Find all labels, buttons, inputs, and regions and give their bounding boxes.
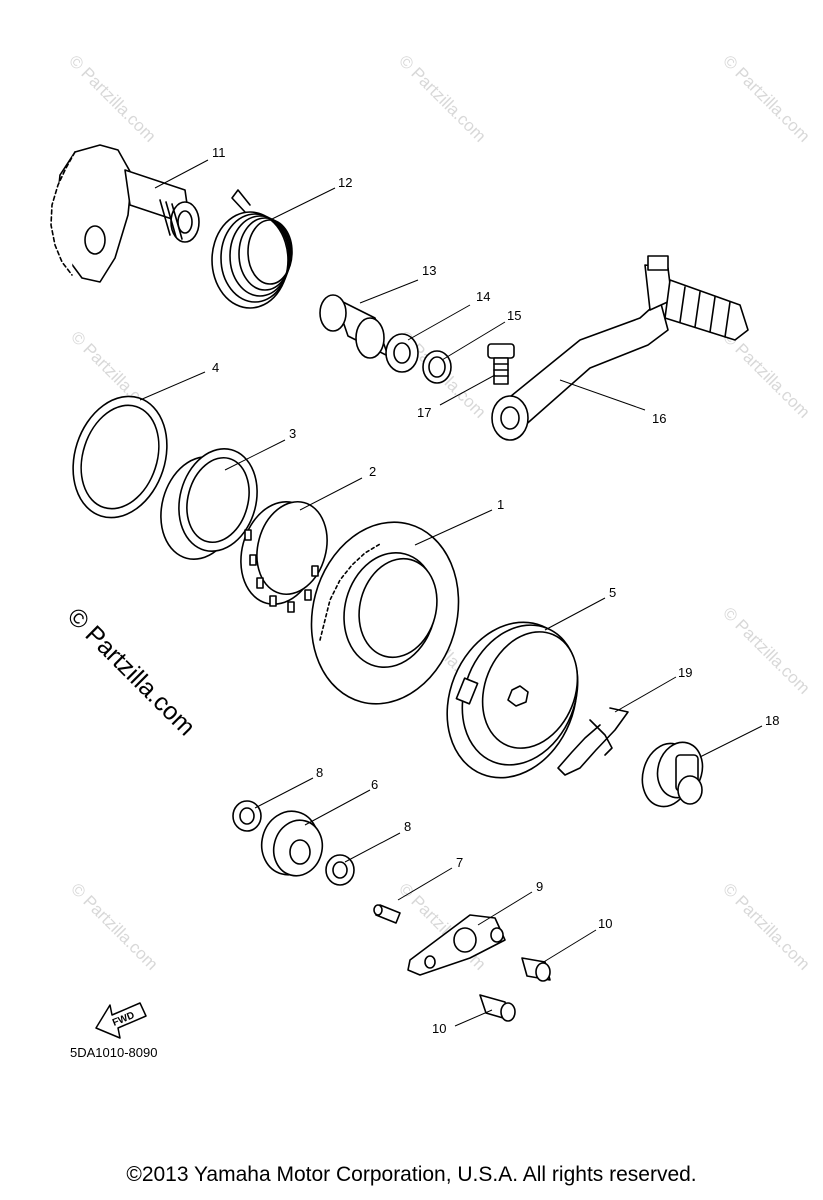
callout-10-lower: 10 bbox=[432, 1021, 446, 1036]
callout-12: 12 bbox=[338, 175, 352, 190]
part-9-plate bbox=[407, 914, 506, 976]
callouts: 11 12 13 14 15 17 16 4 3 2 1 5 19 18 8 6… bbox=[212, 145, 779, 1036]
part-3-bearing-race bbox=[160, 448, 258, 560]
leader-lines bbox=[139, 159, 763, 1027]
part-4-shim bbox=[72, 395, 168, 519]
callout-18: 18 bbox=[765, 713, 779, 728]
watermark: © Partzilla.com bbox=[65, 51, 159, 145]
part-13-collar bbox=[319, 294, 389, 359]
part-7-pin bbox=[373, 904, 401, 924]
callout-8-lower: 8 bbox=[404, 819, 411, 834]
part-17-bolt bbox=[487, 343, 515, 385]
side-watermark: © Partzilla.com bbox=[62, 602, 201, 741]
callout-4: 4 bbox=[212, 360, 219, 375]
callout-16: 16 bbox=[652, 411, 666, 426]
callout-13: 13 bbox=[422, 263, 436, 278]
part-8-washer-upper bbox=[232, 800, 262, 832]
watermark: © Partzilla.com bbox=[719, 879, 813, 973]
part-12-torsion-spring bbox=[211, 189, 293, 309]
part-10-bolt-lower bbox=[479, 994, 516, 1022]
watermark: © Partzilla.com bbox=[719, 603, 813, 697]
part-19-clip bbox=[557, 707, 629, 776]
part-5-one-way-clutch bbox=[446, 621, 579, 779]
part-6-idler-gear bbox=[260, 810, 324, 877]
diagram-code: 5DA1010-8090 bbox=[70, 1045, 157, 1060]
callout-15: 15 bbox=[507, 308, 521, 323]
part-14-washer bbox=[385, 333, 419, 373]
callout-10-upper: 10 bbox=[598, 916, 612, 931]
part-16-kick-crank bbox=[491, 255, 749, 441]
watermark: © Partzilla.com bbox=[67, 879, 161, 973]
callout-11: 11 bbox=[212, 145, 226, 160]
callout-19: 19 bbox=[678, 665, 692, 680]
fwd-arrow: FWD bbox=[95, 1002, 147, 1039]
callout-6: 6 bbox=[371, 777, 378, 792]
callout-14: 14 bbox=[476, 289, 490, 304]
part-2-needle-cage bbox=[240, 500, 328, 613]
watermark: © Partzilla.com bbox=[719, 327, 813, 421]
callout-5: 5 bbox=[609, 585, 616, 600]
part-18-drive-gear bbox=[641, 741, 704, 808]
copyright-notice: ©2013 Yamaha Motor Corporation, U.S.A. A… bbox=[126, 1163, 697, 1186]
callout-9: 9 bbox=[536, 879, 543, 894]
part-15-circlip bbox=[422, 350, 452, 384]
part-8-washer-lower bbox=[325, 854, 355, 886]
part-10-bolt-upper bbox=[521, 957, 551, 982]
part-11-kick-shaft bbox=[50, 144, 200, 283]
callout-2: 2 bbox=[369, 464, 376, 479]
callout-7: 7 bbox=[456, 855, 463, 870]
watermark: © Partzilla.com bbox=[395, 51, 489, 145]
callout-17: 17 bbox=[417, 405, 431, 420]
callout-8-upper: 8 bbox=[316, 765, 323, 780]
part-1-starter-gear bbox=[310, 521, 460, 705]
watermark: © Partzilla.com bbox=[719, 51, 813, 145]
callout-3: 3 bbox=[289, 426, 296, 441]
callout-1: 1 bbox=[497, 497, 504, 512]
